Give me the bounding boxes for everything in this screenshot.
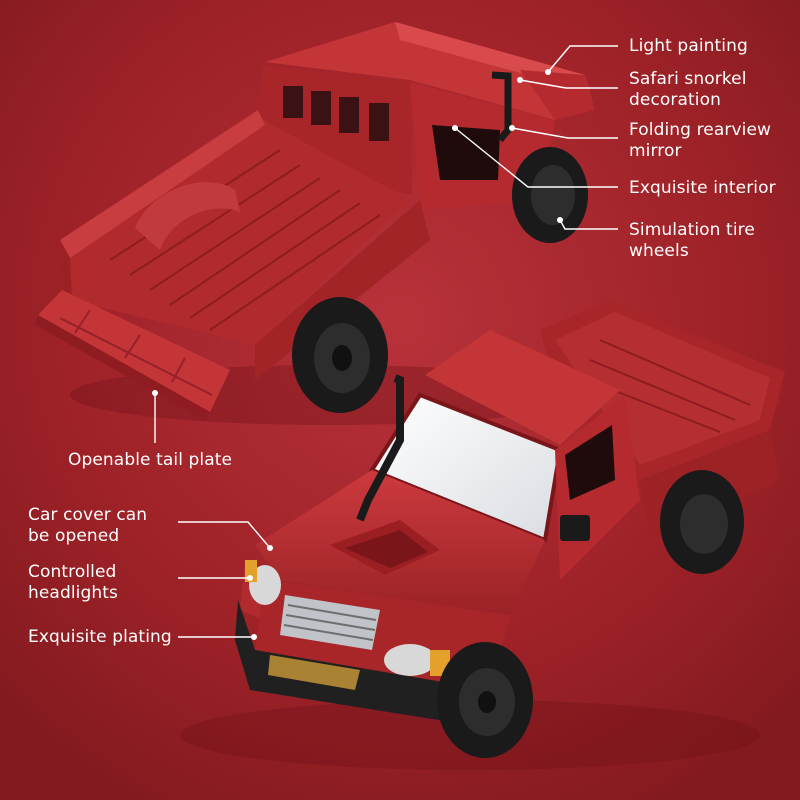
label-snorkel-line2: decoration — [629, 90, 721, 110]
callout-line-interior — [454, 127, 618, 188]
callout-line-mirror — [511, 127, 618, 139]
callout-lines — [154, 45, 618, 638]
callout-dots — [152, 69, 563, 640]
label-tire: Simulation tire wheels — [629, 220, 755, 262]
label-tail-plate-text: Openable tail plate — [68, 450, 233, 470]
label-mirror-line2: mirror — [629, 141, 682, 161]
label-cover-line1: Car cover can — [28, 505, 148, 525]
label-headlights-line1: Controlled — [28, 562, 117, 582]
label-interior: Exquisite interior — [629, 178, 776, 199]
label-snorkel: Safari snorkel decoration — [629, 69, 747, 111]
label-plating: Exquisite plating — [28, 627, 172, 648]
label-cover-line2: be opened — [28, 526, 120, 546]
label-cover: Car cover can be opened — [28, 505, 147, 547]
label-light-painting-text: Light painting — [629, 36, 748, 56]
label-tire-line2: wheels — [629, 241, 689, 261]
label-mirror-line1: Folding rearview — [629, 120, 772, 140]
label-snorkel-line1: Safari snorkel — [629, 69, 747, 89]
label-headlights-line2: headlights — [28, 583, 118, 603]
label-mirror: Folding rearview mirror — [629, 120, 771, 162]
truck-front-view — [180, 300, 785, 770]
label-headlights: Controlled headlights — [28, 562, 118, 604]
callout-line-cover — [178, 521, 271, 549]
label-tire-line1: Simulation tire — [629, 220, 755, 240]
label-interior-text: Exquisite interior — [629, 178, 776, 198]
callout-line-tire — [559, 219, 618, 230]
label-tail-plate: Openable tail plate — [68, 450, 232, 471]
label-light-painting: Light painting — [629, 36, 748, 57]
callout-line-snorkel — [519, 79, 618, 89]
callout-line-light-painting — [547, 45, 618, 73]
label-plating-text: Exquisite plating — [28, 627, 172, 647]
